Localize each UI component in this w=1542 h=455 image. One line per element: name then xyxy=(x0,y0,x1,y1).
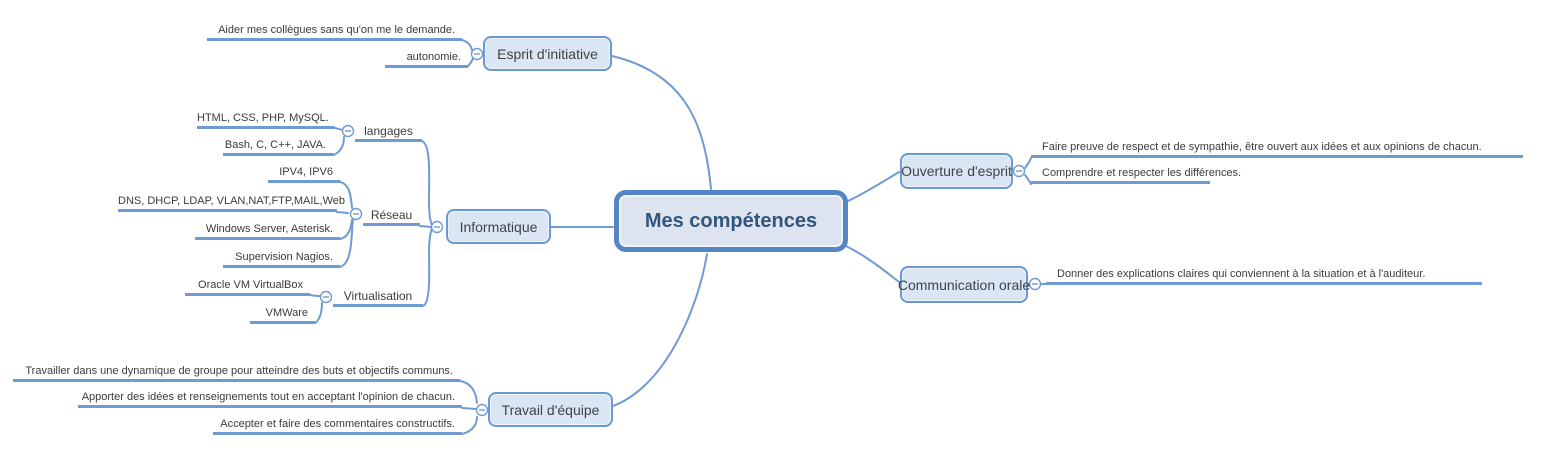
leaf-apporter-idees[interactable]: Apporter des idées et renseignements tou… xyxy=(78,390,462,408)
leaf-dns-dhcp-ldap[interactable]: DNS, DHCP, LDAP, VLAN,NAT,FTP,MAIL,Web xyxy=(118,194,345,212)
topic-communication-orale[interactable]: Communication orale xyxy=(898,266,1030,303)
leaf-windows-server-asterisk[interactable]: Windows Server, Asterisk. xyxy=(195,222,340,240)
connector-reseau-informatique xyxy=(419,225,433,228)
collapse-icon-langages[interactable] xyxy=(341,124,355,138)
bracket-reseau-child1 xyxy=(339,181,353,209)
collapse-icon-esprit-initiative[interactable] xyxy=(470,47,484,61)
subtopic-langages[interactable]: langages xyxy=(355,124,422,142)
leaf-faire-preuve-respect[interactable]: Faire preuve de respect et de sympathie,… xyxy=(1031,140,1523,158)
collapse-icon-ouverture-esprit[interactable] xyxy=(1012,164,1026,178)
connectors xyxy=(309,39,1047,435)
bracket-travail-child1 xyxy=(459,380,478,404)
collapse-icon-travail-equipe[interactable] xyxy=(475,403,489,417)
connector-travail-center xyxy=(612,253,708,407)
bracket-langages-child2 xyxy=(332,136,345,156)
leaf-accepter-commentaires[interactable]: Accepter et faire des commentaires const… xyxy=(213,417,462,435)
collapse-icon-informatique[interactable] xyxy=(430,220,444,234)
leaf-supervision-nagios[interactable]: Supervision Nagios. xyxy=(223,250,340,268)
leaf-travailler-dynamique[interactable]: Travailler dans une dynamique de groupe … xyxy=(13,364,460,382)
connector-center-communication xyxy=(845,245,900,283)
bracket-ouverture-child1 xyxy=(1024,157,1032,169)
connector-virtualisation-informatique xyxy=(422,227,433,307)
bracket-ouverture-child2 xyxy=(1024,174,1032,185)
leaf-autonomie[interactable]: autonomie. xyxy=(385,50,468,68)
leaf-oracle-vm-virtualbox[interactable]: Oracle VM VirtualBox xyxy=(185,278,310,296)
bracket-virtualisation-child1 xyxy=(309,294,321,297)
bracket-reseau-child4 xyxy=(339,218,354,268)
topic-esprit-initiative[interactable]: Esprit d'initiative xyxy=(483,36,612,71)
bracket-travail-child3 xyxy=(461,416,478,435)
bracket-reseau-child3 xyxy=(339,219,353,240)
central-topic[interactable]: Mes compétences xyxy=(614,190,848,252)
leaf-donner-explications[interactable]: Donner des explications claires qui conv… xyxy=(1046,267,1482,285)
connector-esprit-center xyxy=(611,55,712,190)
leaf-ipv4-ipv6[interactable]: IPV4, IPV6 xyxy=(268,165,340,183)
connector-center-ouverture xyxy=(847,171,900,202)
collapse-icon-communication-orale[interactable] xyxy=(1028,277,1042,291)
bracket-reseau-child2 xyxy=(336,211,349,214)
leaf-html-css-php-mysql[interactable]: HTML, CSS, PHP, MySQL. xyxy=(197,111,335,129)
leaf-comprendre-differences[interactable]: Comprendre et respecter les différences. xyxy=(1031,166,1241,184)
topic-travail-equipe[interactable]: Travail d'équipe xyxy=(488,392,613,427)
bracket-travail-child2 xyxy=(461,407,477,410)
subtopic-reseau[interactable]: Réseau xyxy=(363,208,420,226)
connector-langages-informatique xyxy=(421,140,433,226)
bracket-virtualisation-child2 xyxy=(314,302,323,324)
leaf-bash-c-cpp-java[interactable]: Bash, C, C++, JAVA. xyxy=(223,138,333,156)
leaf-aider-collegues[interactable]: Aider mes collègues sans qu'on me le dem… xyxy=(207,23,462,41)
bracket-langages-child1 xyxy=(334,127,344,131)
topic-ouverture-esprit[interactable]: Ouverture d'esprit xyxy=(900,153,1013,189)
topic-informatique[interactable]: Informatique xyxy=(446,209,551,244)
collapse-icon-virtualisation[interactable] xyxy=(319,290,333,304)
leaf-vmware[interactable]: VMWare xyxy=(250,306,315,324)
collapse-icon-reseau[interactable] xyxy=(349,207,363,221)
bracket-esprit-child2 xyxy=(467,57,474,67)
collapse-icons xyxy=(319,47,1042,417)
subtopic-virtualisation[interactable]: Virtualisation xyxy=(333,289,423,307)
bracket-esprit-child1 xyxy=(461,39,473,51)
